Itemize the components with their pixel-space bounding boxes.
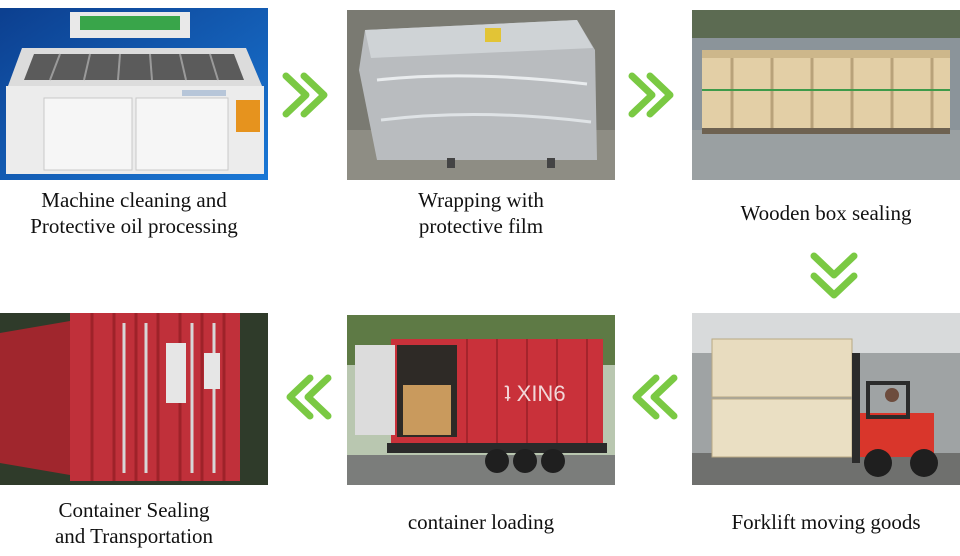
- caption-container-loading: container loading: [347, 509, 615, 535]
- caption-line: Wrapping with: [418, 188, 544, 212]
- caption-line: Machine cleaning and: [41, 188, 227, 212]
- caption-container-sealing: Container Sealing and Transportation: [0, 497, 268, 549]
- double-chevron-left-icon: [280, 372, 334, 422]
- container-brand-text: ʇ XIN6: [504, 381, 565, 406]
- double-chevron-right-icon: [280, 70, 334, 120]
- caption-line: container loading: [407, 510, 555, 534]
- machine-cleaning-photo: [0, 8, 268, 180]
- caption-line: Wooden box sealing: [740, 201, 912, 225]
- double-chevron-down-icon: [808, 250, 860, 304]
- caption-machine-cleaning: Machine cleaning and Protective oil proc…: [0, 187, 268, 239]
- container-loading-photo: ʇ XIN6: [347, 315, 615, 485]
- caption-line: protective film: [418, 214, 544, 238]
- forklift-photo: [692, 313, 960, 485]
- caption-wooden-box: Wooden box sealing: [692, 200, 960, 226]
- caption-forklift: Forklift moving goods: [692, 509, 960, 535]
- caption-line: Container Sealing: [58, 498, 210, 522]
- wooden-box-photo: [692, 10, 960, 180]
- caption-line: Protective oil processing: [30, 214, 238, 238]
- caption-line: and Transportation: [54, 524, 214, 548]
- caption-wrapping: Wrapping with protective film: [347, 187, 615, 239]
- container-sealing-photo: [0, 313, 268, 485]
- double-chevron-left-icon: [626, 372, 680, 422]
- wrapping-film-photo: [347, 10, 615, 180]
- caption-line: Forklift moving goods: [731, 510, 921, 534]
- double-chevron-right-icon: [626, 70, 680, 120]
